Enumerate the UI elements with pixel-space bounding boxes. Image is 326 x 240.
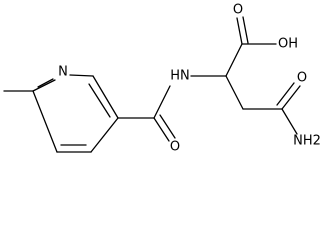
pyridine-n-label: N bbox=[58, 65, 68, 80]
acid-o-label: O bbox=[233, 3, 243, 18]
bond-carboxyl-co-double bbox=[242, 16, 249, 44]
bond-amide-cn bbox=[153, 85, 171, 119]
acid-oh-label: OH bbox=[278, 37, 298, 52]
bond-alpha-carboxyl bbox=[225, 43, 243, 77]
bond-ring-c5-c6 bbox=[32, 90, 58, 153]
bond-alpha-ch2 bbox=[225, 75, 244, 110]
molecule-diagram: N HN O O OH O NH2 bbox=[3, 3, 321, 155]
bond-amide-co bbox=[153, 117, 170, 142]
amide-nh-label: HN bbox=[170, 69, 190, 84]
bond-terminal-cn bbox=[281, 108, 298, 135]
terminal-o-label: O bbox=[297, 71, 307, 86]
bond-ring-c2-c3-inner bbox=[88, 83, 111, 118]
terminal-nh2-label: NH2 bbox=[293, 134, 321, 149]
bond-carboxyl-co bbox=[236, 17, 243, 45]
amide-o-label: O bbox=[170, 140, 180, 155]
bond-ring-c3-c4 bbox=[90, 117, 119, 153]
bond-ring-c2-c3 bbox=[92, 75, 119, 119]
bond-ring-n1-c2 bbox=[69, 74, 94, 77]
bonds bbox=[3, 16, 301, 153]
bond-ring-c6-n1 bbox=[32, 79, 56, 92]
bond-terminal-co bbox=[281, 85, 301, 110]
bond-terminal-co-double bbox=[276, 82, 295, 106]
atom-labels: N HN O O OH O NH2 bbox=[58, 3, 321, 155]
bond-ring-c6-n1-inner bbox=[37, 78, 54, 88]
bond-amide-co-double bbox=[159, 114, 176, 139]
